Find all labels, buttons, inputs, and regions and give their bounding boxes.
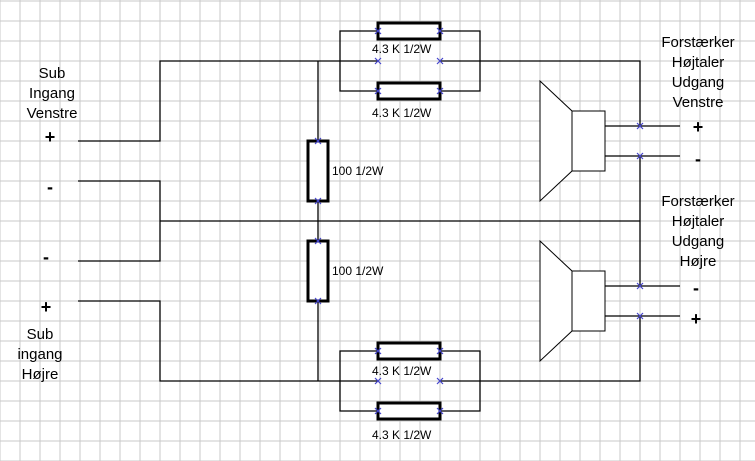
connection-node (374, 87, 382, 95)
wire-top-parallel-left (339, 30, 378, 92)
resistor-bot-1 (376, 341, 442, 361)
connection-node (374, 407, 382, 415)
wire-left-plus (78, 60, 378, 142)
connection-nodes (314, 27, 644, 415)
right-input-line-2: ingang (17, 346, 63, 363)
connection-node (436, 27, 444, 35)
resistor-top-2 (376, 81, 442, 101)
resistor-shunt-1 (306, 139, 330, 203)
left-output-label: Forstærker Højtaler Udgang Venstre (648, 33, 748, 113)
left-input-label: Sub Ingang Venstre (16, 64, 88, 124)
wire-top-rail-out (440, 60, 641, 126)
connection-node (436, 87, 444, 95)
right-input-line-1: Sub (26, 326, 54, 343)
left-output-line-2: Højtaler (671, 54, 725, 71)
left-input-minus-sign: - (47, 177, 53, 197)
right-output-label: Forstærker Højtaler Udgang Højre (648, 192, 748, 272)
connection-node (314, 297, 322, 305)
right-output-line-4: Højre (679, 253, 717, 270)
connection-node (314, 197, 322, 205)
resistor-top-1 (376, 21, 442, 41)
connection-node (374, 57, 382, 65)
resistor-bot-2 (376, 401, 442, 421)
connection-node (636, 122, 644, 130)
wire-right-plus (78, 300, 378, 382)
connection-node (374, 377, 382, 385)
left-output-minus-sign: - (695, 149, 701, 169)
right-output-line-1: Forstærker (661, 193, 735, 210)
connection-node (436, 57, 444, 65)
connection-node (436, 407, 444, 415)
wire-bot-parallel-left (339, 350, 378, 412)
connection-node (314, 137, 322, 145)
connection-node (436, 377, 444, 385)
right-input-line-3: Højre (21, 366, 59, 383)
right-output-minus-sign: - (693, 278, 699, 298)
resistor-bot-1-label: 4.3 K 1/2W (372, 364, 432, 378)
resistor-top-1-label: 4.3 K 1/2W (372, 42, 432, 56)
connection-node (636, 152, 644, 160)
resistor-shunt-2 (306, 239, 330, 303)
left-input-line-1: Sub (38, 65, 66, 82)
right-input-minus-sign: - (43, 247, 49, 267)
wire-bot-parallel-right (440, 350, 481, 412)
wire-top-parallel-right (440, 30, 481, 92)
left-output-line-1: Forstærker (661, 34, 735, 51)
right-output-line-3: Udgang (671, 233, 725, 250)
resistor-top-2-label: 4.3 K 1/2W (372, 106, 432, 120)
connection-node (436, 347, 444, 355)
left-input-plus-sign: + (44, 127, 56, 147)
left-output-line-3: Udgang (671, 74, 725, 91)
connection-node (636, 312, 644, 320)
left-output-line-4: Venstre (672, 94, 724, 111)
speaker-right-icon (539, 239, 606, 363)
resistor-shunt-2-label: 100 1/2W (332, 264, 384, 278)
wires (78, 30, 680, 412)
connection-node (374, 27, 382, 35)
right-output-plus-sign: + (690, 309, 702, 329)
right-input-plus-sign: + (40, 297, 52, 317)
resistor-shunt-1-label: 100 1/2W (332, 164, 384, 178)
left-input-line-2: Ingang (29, 85, 75, 102)
resistor-bot-2-label: 4.3 K 1/2W (372, 428, 432, 442)
right-output-line-2: Højtaler (671, 213, 725, 230)
connection-node (374, 347, 382, 355)
wire-bottom-rail-out (440, 316, 641, 382)
speaker-left-icon (539, 79, 606, 203)
right-input-label: Sub ingang Højre (12, 325, 68, 385)
connection-node (636, 282, 644, 290)
left-output-plus-sign: + (692, 117, 704, 137)
left-input-line-3: Venstre (26, 105, 78, 122)
connection-node (314, 237, 322, 245)
